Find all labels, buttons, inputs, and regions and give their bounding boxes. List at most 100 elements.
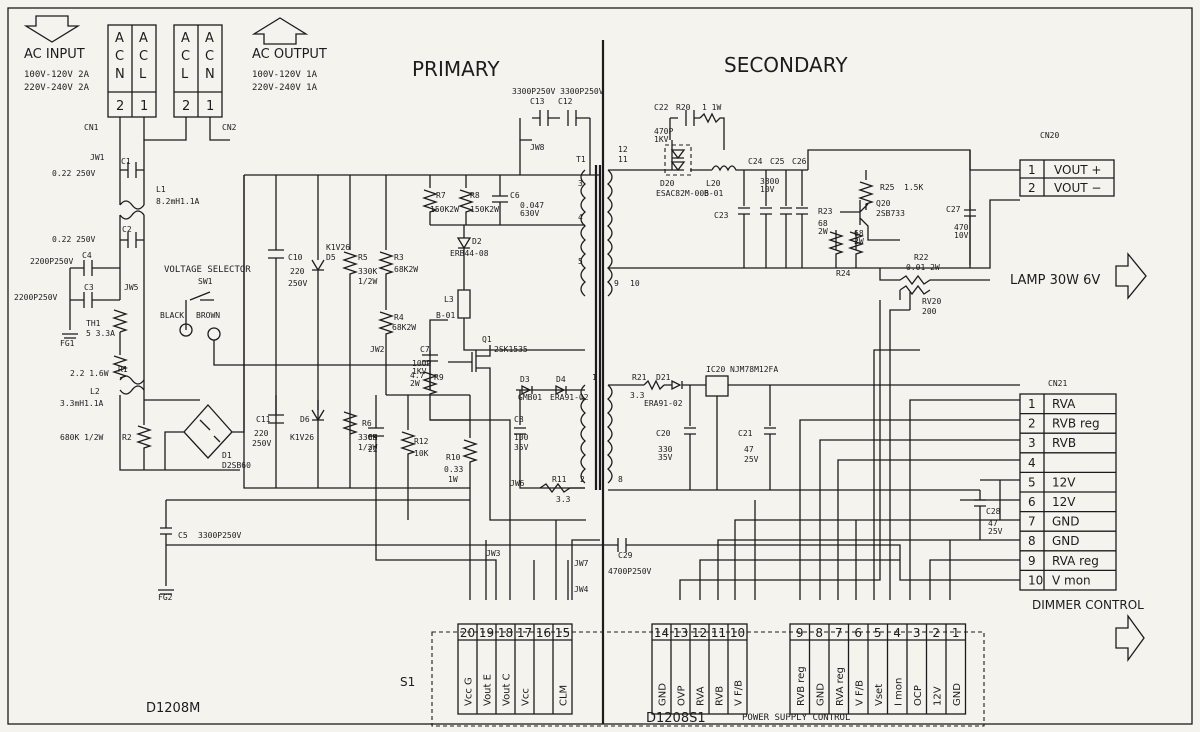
label-c11v1: 220 [254, 429, 269, 438]
label-c10v1: 220 [290, 267, 305, 276]
pin-19-number: 19 [479, 626, 494, 640]
label-tp2: 2 [580, 475, 585, 484]
label-r23v2: 2W [818, 227, 828, 236]
label-l2v: 3.3mH1.1A [60, 399, 104, 408]
label-c27v2: 10V [954, 231, 969, 240]
label-r7: R7 [436, 191, 446, 200]
cn1-connector: A C N 2 A C L 1 [107, 24, 157, 118]
label-d1: D1 [222, 451, 232, 460]
secondary-wires [608, 110, 1020, 310]
ac-input-line1: 100V-120V 2A [24, 70, 90, 80]
label-d21v: ERA91-02 [644, 399, 683, 408]
pin-10-label: V F/B [734, 680, 745, 706]
label-d20v: ESAC82M-006 [656, 189, 709, 198]
pin-8-label: GND [815, 683, 826, 706]
label-r25: R25 [880, 183, 895, 192]
label-c9: C9 [368, 433, 378, 442]
label-r8: R8 [470, 191, 480, 200]
brown-label: BROWN [196, 311, 220, 320]
pin-14-label: GND [658, 683, 669, 706]
dimmer-arrow-icon [1115, 614, 1145, 662]
label-c9v: 22 [368, 445, 378, 454]
cn20-pin-2-num: 2 [1028, 181, 1036, 195]
s1-label: S1 [400, 675, 415, 689]
label-c11: C11 [256, 415, 271, 424]
pin-9-number: 9 [796, 626, 804, 640]
ac-output-line1: 100V-120V 1A [252, 70, 318, 80]
pin-15-label: CLM [559, 685, 570, 706]
svg-text:C: C [115, 49, 124, 64]
label-d20: D20 [660, 179, 675, 188]
label-d5t: K1V26 [326, 243, 350, 252]
cn20-label: CN20 [1040, 131, 1059, 140]
cn21-pin-5-label: 12V [1052, 475, 1076, 489]
label-l2: L2 [90, 387, 100, 396]
pin-17-label: Vcc [521, 688, 532, 706]
label-r11v: 3.3 [556, 495, 571, 504]
label-c28v2: 25V [988, 527, 1003, 536]
label-r9v2: 2W [410, 379, 420, 388]
ac-input-title: AC INPUT [24, 47, 85, 62]
label-d6: D6 [300, 415, 310, 424]
svg-text:C: C [205, 49, 214, 64]
label-c21v1: 47 [744, 445, 754, 454]
label-r23: R23 [818, 207, 833, 216]
label-c22: C22 [654, 103, 669, 112]
pin-14-number: 14 [654, 626, 669, 640]
label-r10: R10 [446, 453, 461, 462]
black-label: BLACK [160, 311, 184, 320]
pin-12-number: 12 [692, 626, 707, 640]
pin-18-label: Vout C [502, 673, 513, 706]
label-c8v2: 35V [514, 443, 529, 452]
label-c7v1: 100P [412, 359, 431, 368]
label-c29v: 4700P250V [608, 567, 652, 576]
label-c29: C29 [618, 551, 633, 560]
primary-wires [243, 110, 600, 600]
cn21-pin-2-label: RVB reg [1052, 417, 1100, 431]
label-r12: R12 [414, 437, 429, 446]
label-c12: C12 [558, 97, 573, 106]
label-c7: C7 [420, 345, 430, 354]
label-d21: D21 [656, 373, 671, 382]
label-r8v: 150K2W [470, 205, 499, 214]
svg-text:A: A [205, 31, 214, 46]
label-r6v2: 1/2W [358, 443, 377, 452]
label-rv20v: 200 [922, 307, 937, 316]
label-r3v: 68K2W [394, 265, 418, 274]
label-q20: Q20 [876, 199, 891, 208]
label-d4: D4 [556, 375, 566, 384]
label-jw8: JW8 [530, 143, 545, 152]
pin-6-number: 6 [854, 626, 862, 640]
label-c20v1: 330 [658, 445, 673, 454]
svg-text:A: A [115, 31, 124, 46]
label-c22v2: 1KV [654, 135, 669, 144]
cn21-pin-8-num: 8 [1028, 534, 1036, 548]
label-ic20v: NJM78M12FA [730, 365, 778, 374]
pin-7-label: RVA reg [835, 667, 846, 706]
pin-20-label: Vcc G [464, 677, 475, 706]
cn21-pin-10-num: 10 [1028, 573, 1043, 587]
label-jw2: JW2 [370, 345, 385, 354]
cn20-pin-1-num: 1 [1028, 163, 1036, 177]
label-r24: R24 [836, 269, 851, 278]
label-r22v: 0.01 2W [906, 263, 940, 272]
label-c3: C3 [84, 283, 94, 292]
secondary-heading: SECONDARY [724, 53, 848, 77]
ac-output-title: AC OUTPUT [252, 47, 327, 62]
cn21-pin-1-label: RVA [1052, 397, 1076, 411]
label-r7v: 150K2W [430, 205, 459, 214]
cn21-pin-8-label: GND [1052, 534, 1080, 548]
label-tp3: 3 [578, 179, 583, 188]
cn2-connector: A C L 2 A C N 1 [173, 24, 223, 118]
input-arrow-icon [23, 15, 81, 43]
label-d3: D3 [520, 375, 530, 384]
label-c1213v: 3300P250V 3300P250V [512, 87, 604, 96]
pin-12-label: RVA [696, 686, 707, 706]
pin-15-number: 15 [555, 626, 570, 640]
label-c13: C13 [530, 97, 545, 106]
label-r20v: 1 1W [702, 103, 721, 112]
label-r9v1: 4.7 [410, 371, 425, 380]
label-r25v: 1.5K [904, 183, 923, 192]
